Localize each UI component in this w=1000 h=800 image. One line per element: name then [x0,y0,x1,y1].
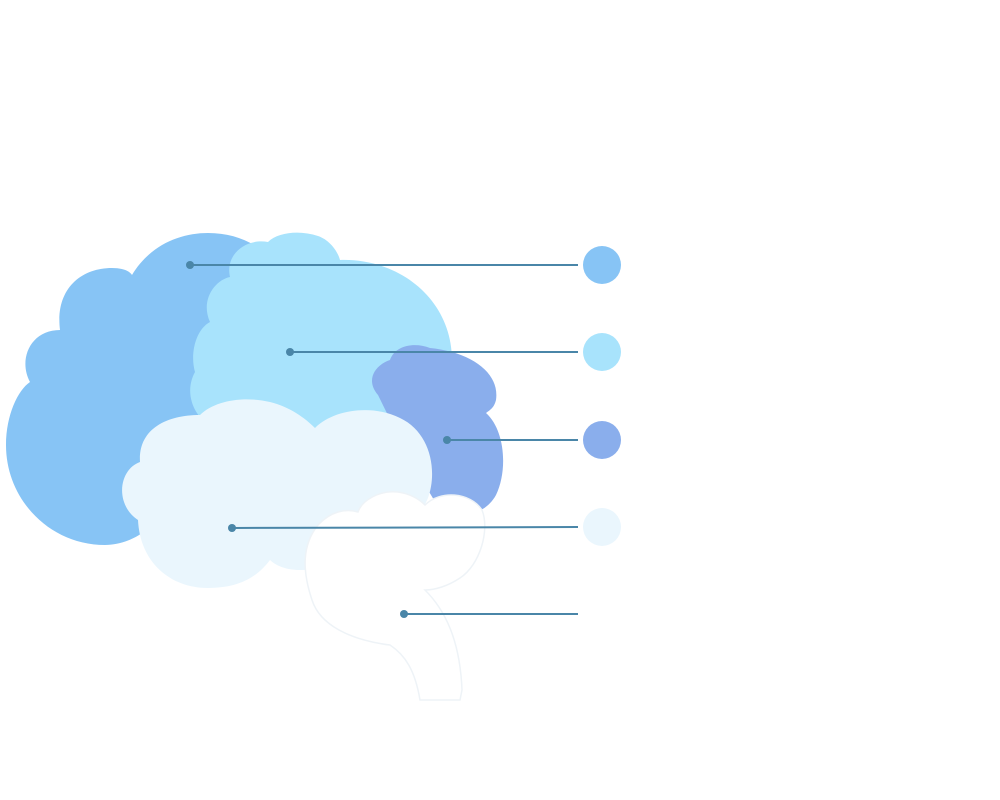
region-3-shape [371,345,504,515]
legend-dot-2 [583,333,621,371]
leader-line-4 [231,526,579,529]
legend-dot-3 [583,421,621,459]
brain-region-3 [371,345,504,515]
leader-anchor-2 [286,348,294,356]
leader-anchor-5 [400,610,408,618]
legend-dot-1 [583,246,621,284]
legend-dot-5 [583,595,621,633]
region-5-shape [304,491,486,701]
leader-anchor-1 [186,261,194,269]
leader-anchor-4 [228,524,236,532]
leader-anchor-3 [443,436,451,444]
legend-dot-4 [583,508,621,546]
legend [583,246,621,633]
brain-region-5 [304,491,486,701]
leader-lines [186,261,579,618]
